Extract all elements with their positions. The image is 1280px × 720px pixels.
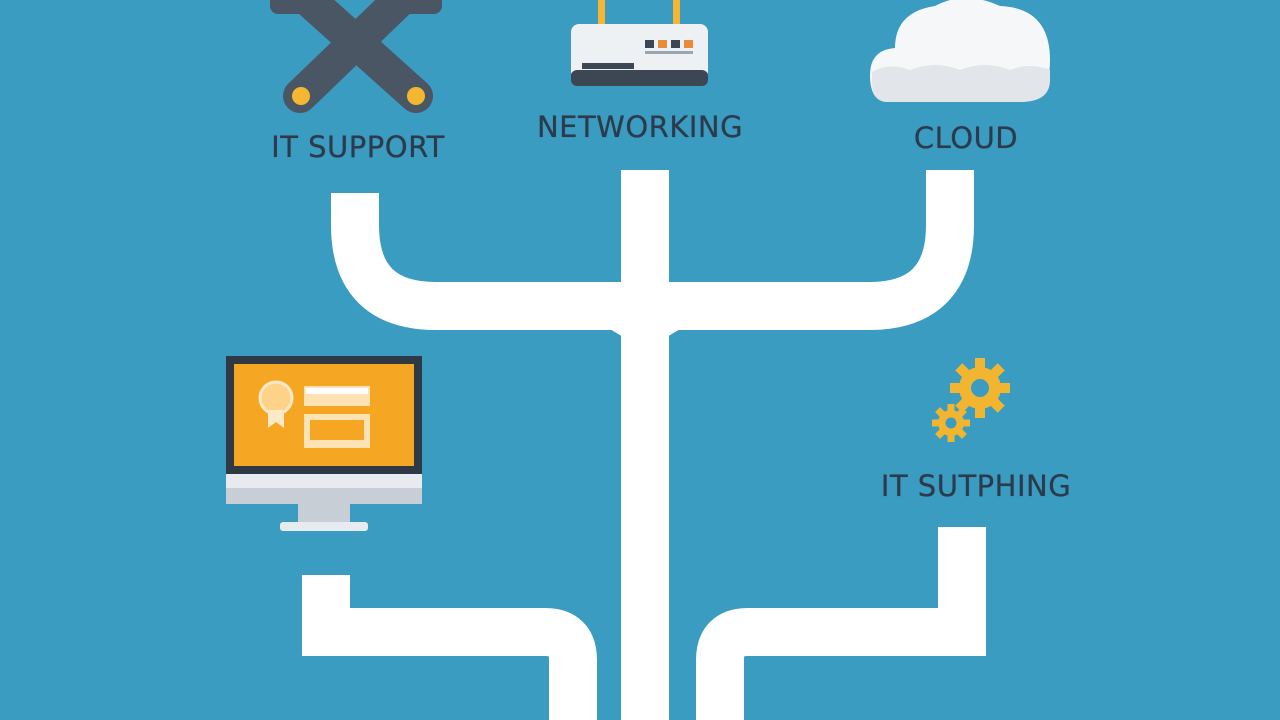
- it-support-label: IT SUPPORT: [271, 130, 445, 164]
- cloud-icon: [870, 0, 1050, 102]
- gears-icon: [932, 358, 1010, 442]
- branch-it-support: [331, 193, 658, 343]
- networking-label: NETWORKING: [536, 110, 744, 144]
- branch-computer: [302, 575, 597, 720]
- it-sutphing-label: IT SUTPHING: [880, 469, 1072, 503]
- router-icon: [571, 0, 708, 86]
- monitor-icon: [226, 356, 422, 531]
- branch-pipes: [302, 170, 986, 720]
- branch-it-sutphing: [696, 527, 986, 720]
- crossed-tools-icon: [270, 0, 442, 113]
- cloud-label: CLOUD: [913, 121, 1019, 155]
- branch-cloud: [632, 170, 974, 343]
